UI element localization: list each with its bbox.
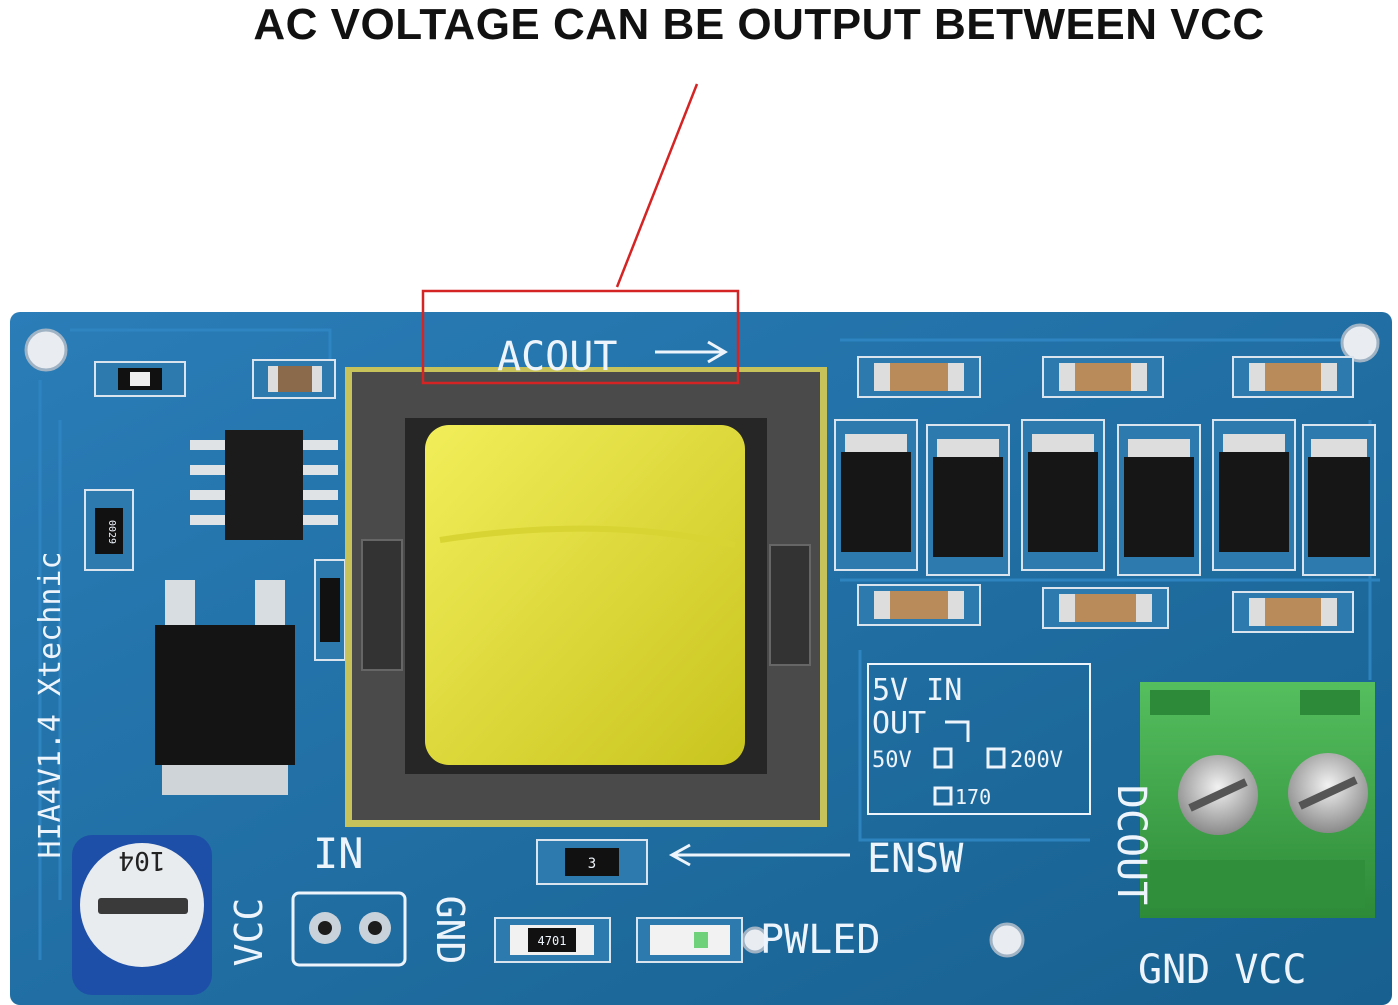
transformer <box>345 367 827 827</box>
smd-resistor-top-left <box>94 361 186 397</box>
acout-label: ACOUT <box>497 334 617 380</box>
jumper-opt-50: 50V <box>872 748 912 773</box>
diode-row <box>834 419 1376 576</box>
pot-code: 104 <box>119 845 166 875</box>
terminal-block <box>1140 682 1375 918</box>
pwled-resistor: 4701 <box>494 917 611 963</box>
resistor-r2-code: 3 <box>588 856 596 872</box>
vcc-label: VCC <box>227 898 271 967</box>
input-header <box>291 891 407 967</box>
ensw-arrow <box>668 843 850 867</box>
mosfet <box>155 580 295 795</box>
smd-capacitor-top <box>252 359 336 399</box>
ic-chip <box>190 430 338 540</box>
power-led <box>636 917 743 963</box>
resistor-r3-code: 0029 <box>106 520 117 544</box>
highlight-box <box>421 289 740 385</box>
potentiometer: 104 <box>72 835 212 995</box>
pwled-label: PWLED <box>760 917 880 963</box>
mounting-holes <box>24 323 1380 958</box>
dcout-label: DCOUT <box>1108 785 1154 905</box>
terminal-label: GND VCC <box>1138 947 1307 993</box>
resistor-r1-code: 4701 <box>538 934 567 948</box>
ensw-label: ENSW <box>867 836 964 882</box>
jumper-line2: OUT <box>872 706 926 741</box>
transformer-coil <box>425 425 745 765</box>
jumper-opt-170: 170 <box>955 785 991 809</box>
model-text: HIA4V1.4 Xtechnic <box>33 551 68 858</box>
gnd-label: GND <box>428 896 472 965</box>
capacitor-row-bottom <box>857 584 1354 633</box>
pointer-line <box>615 83 699 288</box>
jumper-line1: 5V IN <box>872 673 962 708</box>
capacitor-row-top <box>857 356 1354 398</box>
ensw-resistor: 3 <box>536 839 648 885</box>
in-label: IN <box>313 829 364 878</box>
acout-arrow <box>655 340 728 364</box>
smd-resistor-left: 0029 <box>84 489 134 571</box>
headline: AC VOLTAGE CAN BE OUTPUT BETWEEN VCC <box>253 0 1265 49</box>
smd-diode-left <box>314 559 346 661</box>
jumper-block: 5V IN OUT 50V 200V 170 <box>867 663 1091 815</box>
jumper-opt-200: 200V <box>1010 748 1063 773</box>
